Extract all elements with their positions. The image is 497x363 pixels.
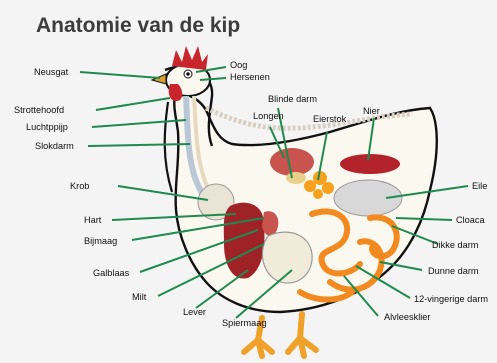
label-strottehoofd: Strottehoofd bbox=[14, 105, 64, 115]
comb-icon bbox=[172, 46, 208, 70]
label-galblaas: Galblaas bbox=[93, 268, 130, 278]
label-krop: Krob bbox=[70, 181, 89, 191]
label-alvleesklier: Alvleesklier bbox=[384, 312, 430, 322]
label-neusgat: Neusgat bbox=[34, 67, 69, 77]
label-eierstok: Eierstok bbox=[313, 114, 347, 124]
label-blinde-darm: Blinde darm bbox=[268, 94, 317, 104]
label-bijmaag: Bijmaag bbox=[84, 236, 117, 246]
lungs-shape bbox=[270, 148, 314, 176]
head bbox=[152, 46, 210, 101]
label-dunne-darm: Dunne darm bbox=[428, 266, 479, 276]
label-dikke-darm: Dikke darm bbox=[432, 240, 479, 250]
label-eileider: Eile bbox=[472, 181, 487, 191]
beak-icon bbox=[152, 74, 166, 84]
gizzard-shape bbox=[262, 232, 312, 283]
label-oog: Oog bbox=[230, 60, 247, 70]
label-hersenen: Hersenen bbox=[230, 72, 270, 82]
label-spiermaag: Spiermaag bbox=[222, 318, 266, 328]
label-12-vingerige-darm: 12-vingerige darm bbox=[414, 294, 488, 304]
label-lever: Lever bbox=[183, 307, 206, 317]
label-luchtpijp: Luchtppijp bbox=[26, 122, 68, 132]
cecum-shape bbox=[286, 172, 306, 184]
label-milt: Milt bbox=[132, 292, 147, 302]
label-cloaca: Cloaca bbox=[456, 215, 485, 225]
label-hart: Hart bbox=[84, 215, 102, 225]
label-longen: Longen bbox=[253, 111, 284, 121]
label-nier: Nier bbox=[363, 106, 380, 116]
kidney-shape bbox=[340, 154, 400, 174]
label-slokdarm: Slokdarm bbox=[35, 141, 74, 151]
